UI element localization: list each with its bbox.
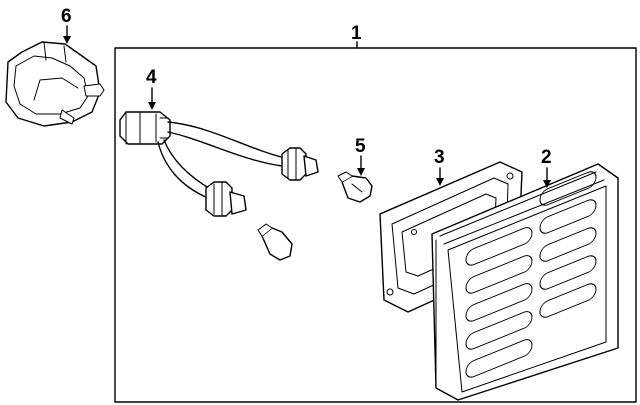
socket-upper (281, 147, 319, 181)
part-5-bulb (337, 171, 373, 203)
callout-number-4: 4 (146, 67, 157, 88)
callout-number-3: 3 (434, 147, 445, 168)
part-6-cover (5, 41, 105, 127)
callout-4: 4 (146, 67, 157, 110)
part-2-lens (431, 163, 619, 401)
callout-number-5: 5 (355, 136, 366, 157)
callout-6: 6 (61, 6, 72, 44)
callout-5: 5 (355, 136, 366, 176)
socket-lower (205, 181, 247, 217)
callout-3: 3 (434, 147, 445, 186)
callout-number-6: 6 (61, 6, 72, 27)
part-4-harness (119, 111, 319, 261)
assembly-frame (114, 47, 637, 403)
small-bulb (257, 223, 293, 261)
callout-number-1: 1 (351, 23, 362, 44)
lens-slots (465, 171, 597, 378)
callout-2: 2 (541, 147, 552, 188)
callout-1: 1 (351, 23, 362, 49)
callout-number-2: 2 (541, 147, 552, 168)
